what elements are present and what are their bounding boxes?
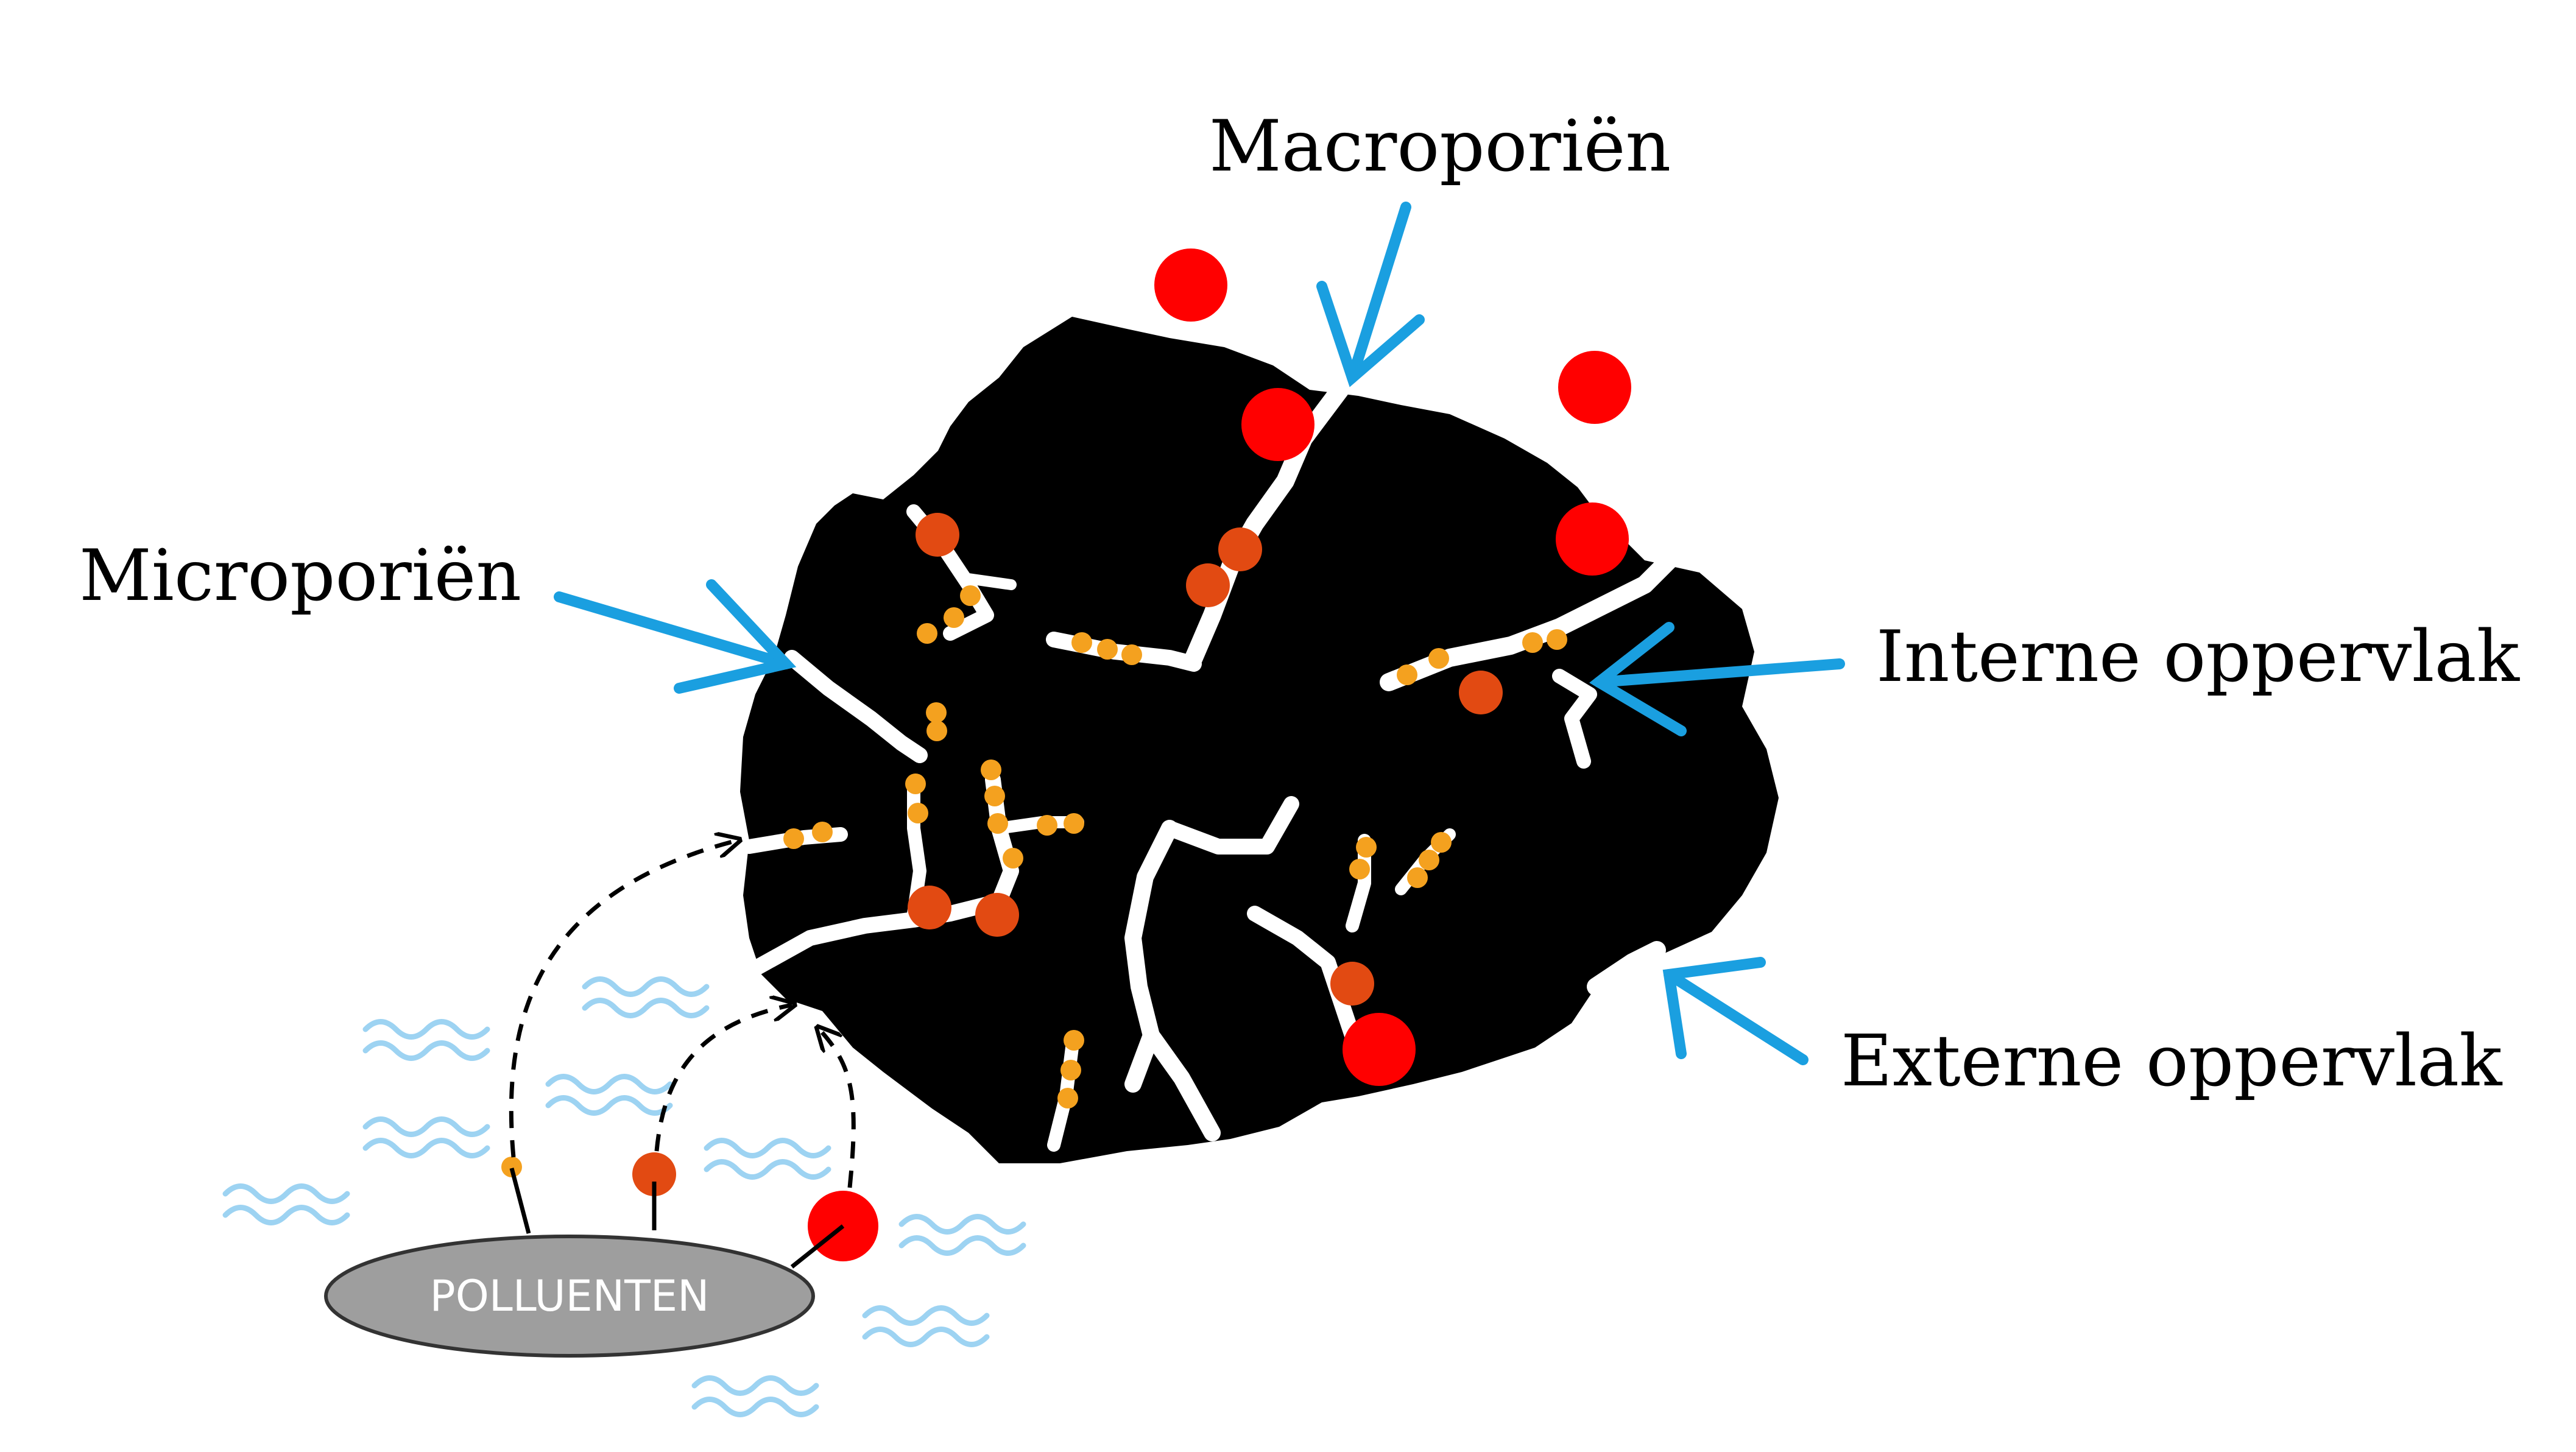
dashed-arrow-small bbox=[509, 841, 737, 1158]
arrow-internal-surface-head bbox=[1589, 622, 1687, 736]
small-molecule bbox=[1397, 664, 1417, 685]
small-molecule bbox=[944, 607, 964, 628]
wave-icon bbox=[691, 1375, 819, 1417]
medium-molecule bbox=[1330, 962, 1374, 1006]
small-molecule bbox=[1547, 629, 1567, 650]
small-molecule bbox=[1419, 850, 1439, 870]
small-molecule bbox=[1003, 848, 1023, 869]
medium-molecules bbox=[632, 513, 1503, 1196]
dashed-arrow-medium bbox=[654, 1005, 792, 1152]
wave-icon bbox=[362, 1019, 490, 1061]
arrow-macropores-head bbox=[1316, 281, 1425, 387]
arrow-external-surface-head bbox=[1662, 957, 1766, 1059]
small-molecule bbox=[917, 623, 937, 644]
small-molecules bbox=[501, 585, 1567, 1177]
small-molecule bbox=[1356, 837, 1377, 858]
wave-icon bbox=[862, 1305, 990, 1347]
wave-icon bbox=[362, 1116, 490, 1158]
small-molecule bbox=[1097, 639, 1118, 660]
medium-molecule bbox=[1186, 563, 1230, 607]
small-molecule bbox=[1037, 815, 1057, 836]
small-molecule bbox=[1522, 632, 1543, 653]
large-molecule bbox=[1241, 388, 1314, 461]
small-molecule bbox=[812, 822, 833, 842]
medium-molecule bbox=[975, 893, 1019, 937]
small-molecule bbox=[960, 585, 981, 606]
carbon-particle-body bbox=[740, 317, 1779, 1163]
small-molecule bbox=[1407, 867, 1428, 888]
small-molecule bbox=[1071, 632, 1092, 653]
pore-channel-central-6 bbox=[1143, 1027, 1221, 1141]
small-molecule bbox=[1064, 1030, 1084, 1051]
tether-large bbox=[790, 1224, 845, 1269]
water-waves bbox=[222, 976, 1026, 1417]
large-molecule bbox=[1556, 502, 1629, 576]
small-molecule bbox=[1349, 859, 1370, 879]
tether-small bbox=[509, 1168, 531, 1234]
external-notch bbox=[1587, 941, 1666, 996]
arrow-micropores bbox=[554, 591, 791, 669]
small-molecule bbox=[1064, 813, 1084, 834]
medium-molecule bbox=[908, 886, 951, 929]
small-molecule bbox=[1060, 1060, 1081, 1080]
label-internal-surface: Interne oppervlak bbox=[1876, 616, 2521, 698]
dashed-arrow-large bbox=[819, 1029, 856, 1188]
small-molecule bbox=[926, 702, 947, 723]
small-molecule bbox=[1428, 648, 1449, 669]
large-molecule bbox=[1558, 351, 1631, 424]
pore-channel-central-5 bbox=[1162, 796, 1299, 855]
label-micropores: Microporiën bbox=[79, 535, 521, 617]
medium-molecule bbox=[632, 1152, 676, 1196]
arrow-macropores bbox=[1347, 202, 1411, 383]
adsorption-paths bbox=[509, 841, 856, 1188]
pore-channel-right-lower bbox=[1552, 669, 1597, 769]
small-molecule bbox=[984, 786, 1005, 806]
pollutant-ellipse bbox=[324, 1235, 815, 1358]
wave-icon bbox=[898, 1214, 1026, 1256]
wave-icon bbox=[704, 1138, 831, 1180]
pollutant-label: POLLUENTEN bbox=[430, 1271, 710, 1321]
pore-channel-right bbox=[1380, 551, 1678, 691]
arrow-micropores-head bbox=[674, 579, 797, 694]
pollutant-source: POLLUENTEN bbox=[324, 1168, 845, 1358]
small-molecule bbox=[1431, 832, 1452, 853]
small-molecule bbox=[908, 803, 928, 823]
small-molecule bbox=[501, 1157, 522, 1177]
medium-molecule bbox=[1459, 671, 1503, 714]
wave-icon bbox=[545, 1074, 673, 1116]
large-molecules bbox=[808, 248, 1631, 1261]
label-external-surface: Externe oppervlak bbox=[1841, 1020, 2503, 1102]
large-molecule bbox=[1343, 1013, 1416, 1086]
small-molecule bbox=[987, 813, 1008, 834]
small-molecule bbox=[1057, 1088, 1078, 1108]
small-molecule bbox=[981, 759, 1001, 780]
small-molecule bbox=[905, 774, 926, 794]
small-molecule bbox=[783, 828, 804, 849]
arrow-external-surface bbox=[1664, 969, 1808, 1065]
label-macropores: Macroporiën bbox=[1209, 105, 1671, 188]
large-molecule bbox=[1154, 248, 1227, 322]
pore-channel-branch bbox=[963, 573, 1017, 590]
small-molecule bbox=[1121, 644, 1142, 665]
medium-molecule bbox=[916, 513, 959, 557]
medium-molecule bbox=[1218, 527, 1262, 571]
micropore-channel-left bbox=[784, 650, 928, 763]
small-molecule bbox=[926, 721, 947, 741]
pointer-arrows bbox=[554, 202, 1845, 1065]
wave-icon bbox=[582, 976, 710, 1018]
wave-icon bbox=[222, 1183, 350, 1225]
arrow-internal-surface bbox=[1593, 658, 1845, 688]
